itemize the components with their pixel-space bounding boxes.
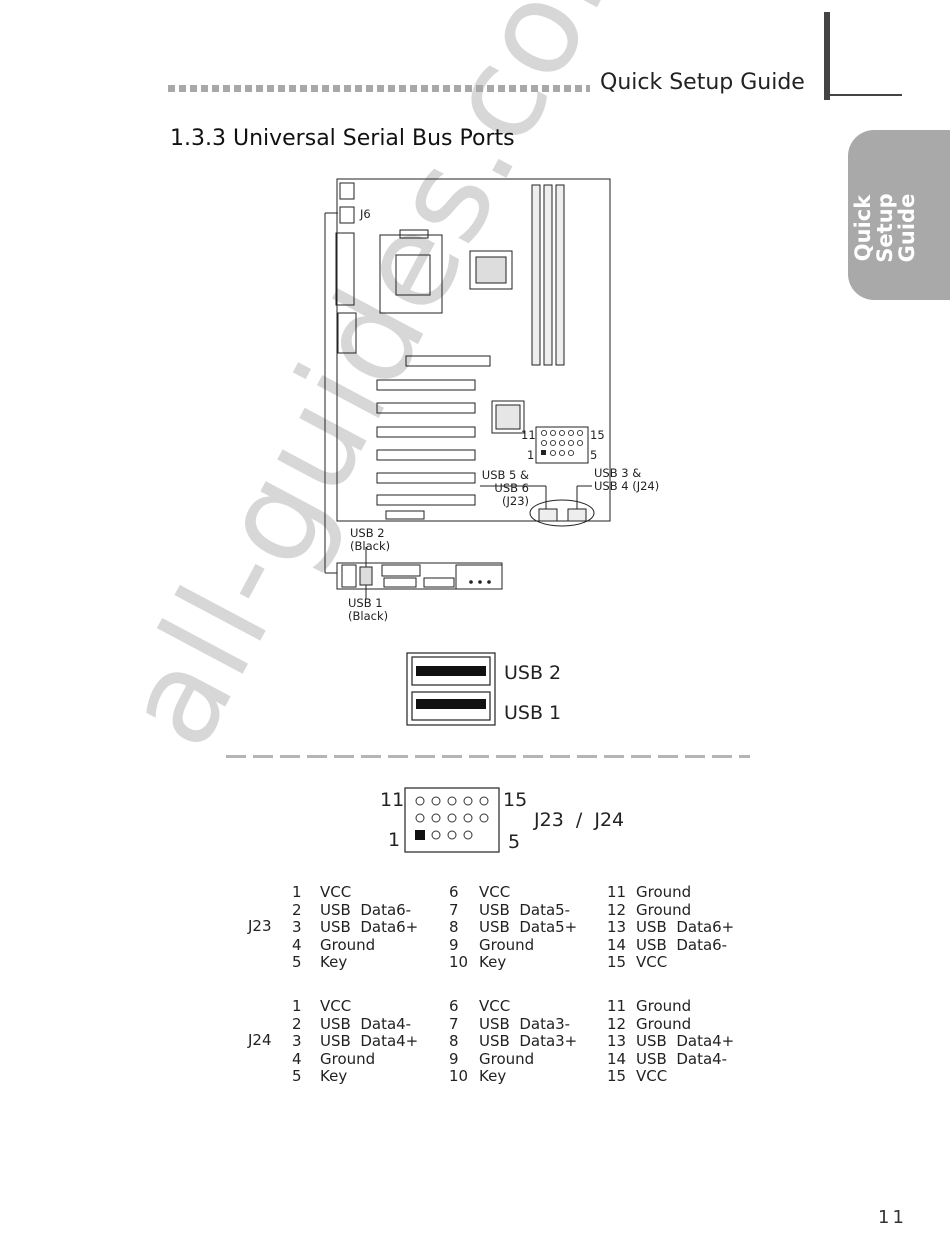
usb34-line1: USB 3 & (594, 466, 642, 480)
mini-pin-1: 1 (527, 448, 535, 462)
side-tab-line1: Quick Setup (851, 193, 897, 263)
usb1-line1: USB 1 (348, 596, 383, 610)
mini-pin-5: 5 (590, 448, 598, 462)
header-pin-1: 1 (388, 829, 401, 851)
usb34-line2: USB 4 (J24) (594, 479, 660, 493)
mini-pin-11: 11 (521, 428, 536, 442)
mini-pin-15: 15 (590, 428, 605, 442)
usb34-label: USB 3 & USB 4 (J24) (594, 467, 659, 493)
header-dotted-rule (168, 85, 590, 92)
usb2-line2: (Black) (350, 539, 391, 553)
j6-label: J6 (360, 207, 371, 221)
usb56-label: USB 5 & USB 6 (J23) (465, 469, 529, 508)
header-pin-11: 11 (380, 789, 405, 811)
usb56-line2: USB 6 (J23) (494, 481, 529, 508)
usb2-black-label: USB 2 (Black) (350, 527, 390, 553)
corner-mark-vertical (824, 12, 830, 100)
pin-header-diagram (404, 787, 500, 853)
corner-mark-horizontal (830, 94, 902, 96)
board-outline (336, 178, 611, 522)
usb1-black-label: USB 1 (Black) (348, 597, 388, 623)
header-title: Quick Setup Guide (600, 70, 805, 95)
section-title: 1.3.3 Universal Serial Bus Ports (170, 126, 515, 151)
side-tab[interactable] (848, 130, 950, 300)
side-tab-label: Quick Setup Guide (851, 158, 919, 298)
j23-name: J23 (248, 917, 272, 935)
section-divider (226, 755, 750, 758)
usb-port-stack-diagram (406, 652, 496, 726)
usb56-line1: USB 5 & (481, 468, 529, 482)
header-name-label: J23 / J24 (534, 809, 625, 831)
motherboard-diagram (324, 178, 611, 599)
j24-name: J24 (248, 1031, 272, 1049)
j6-connector (339, 206, 355, 224)
usb2-port-label: USB 2 (504, 662, 562, 684)
page-number: 11 (878, 1207, 907, 1228)
usb2-line1: USB 2 (350, 526, 385, 540)
header-pin-5: 5 (508, 831, 521, 853)
side-tab-line2: Guide (895, 193, 919, 263)
usb1-port-label: USB 1 (504, 702, 562, 724)
header-pin-15: 15 (503, 789, 528, 811)
usb1-line2: (Black) (348, 609, 389, 623)
